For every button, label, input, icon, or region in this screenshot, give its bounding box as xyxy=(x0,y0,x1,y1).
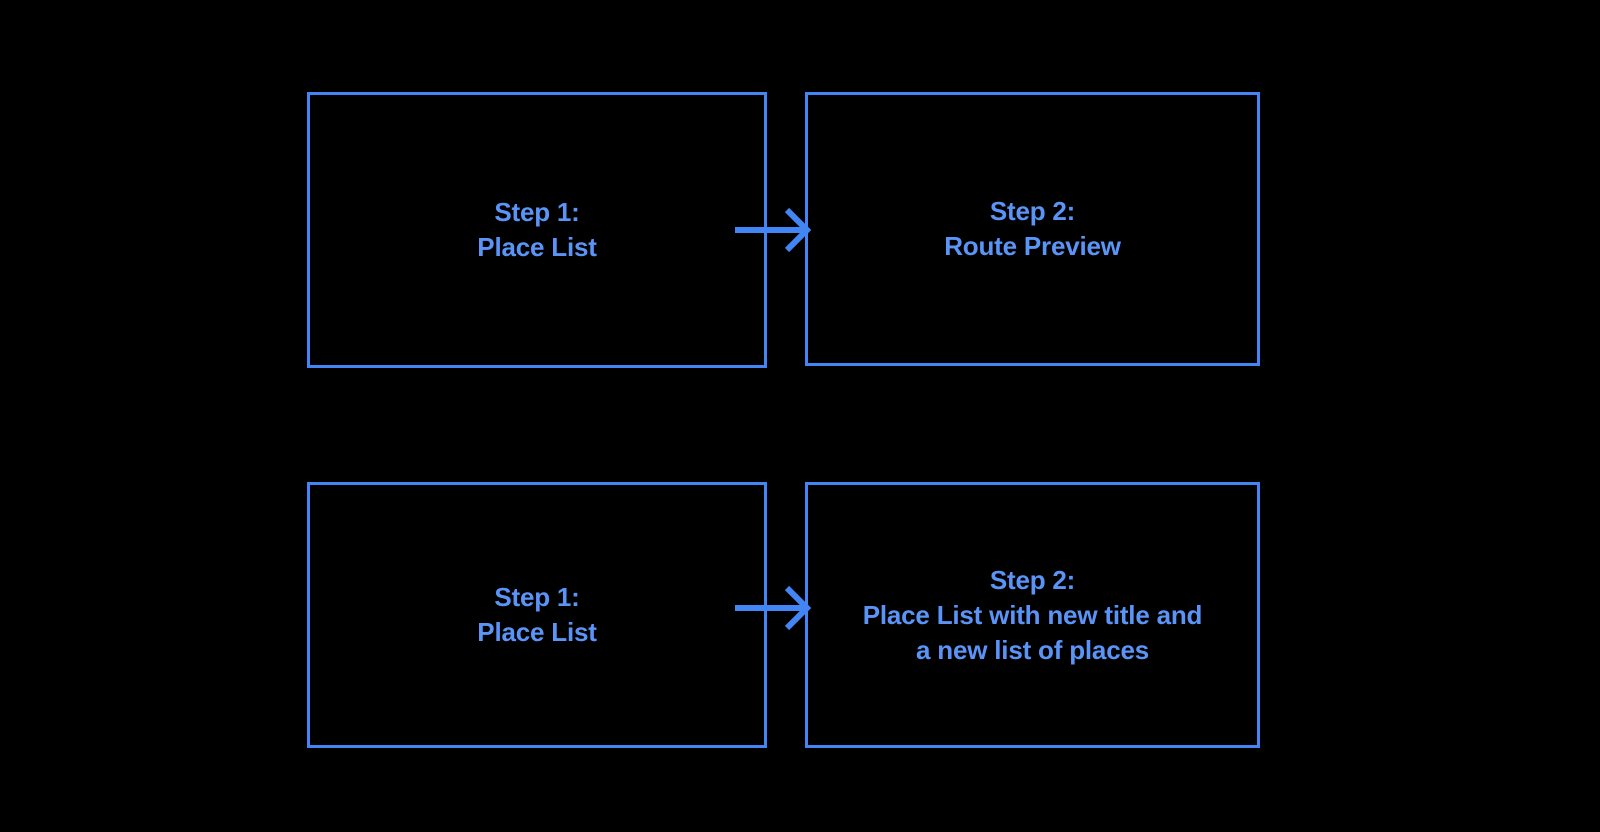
step-box-label: Step 2: Route Preview xyxy=(944,196,1121,261)
step-box-row0-from[interactable]: Step 1: Place List xyxy=(307,92,767,368)
flow-row-0: Step 1: Place List Step 2: Route Preview xyxy=(0,92,1600,368)
step-box-label: Step 2: Place List with new title and a … xyxy=(862,564,1203,665)
flow-row-1: Step 1: Place List Step 2: Place List wi… xyxy=(0,482,1600,748)
step-box-label: Step 1: Place List xyxy=(477,582,597,647)
step-box-label: Step 1: Place List xyxy=(477,197,597,262)
step-box-row0-to[interactable]: Step 2: Route Preview xyxy=(805,92,1260,366)
step-box-row1-to[interactable]: Step 2: Place List with new title and a … xyxy=(805,482,1260,748)
step-box-row1-from[interactable]: Step 1: Place List xyxy=(307,482,767,748)
